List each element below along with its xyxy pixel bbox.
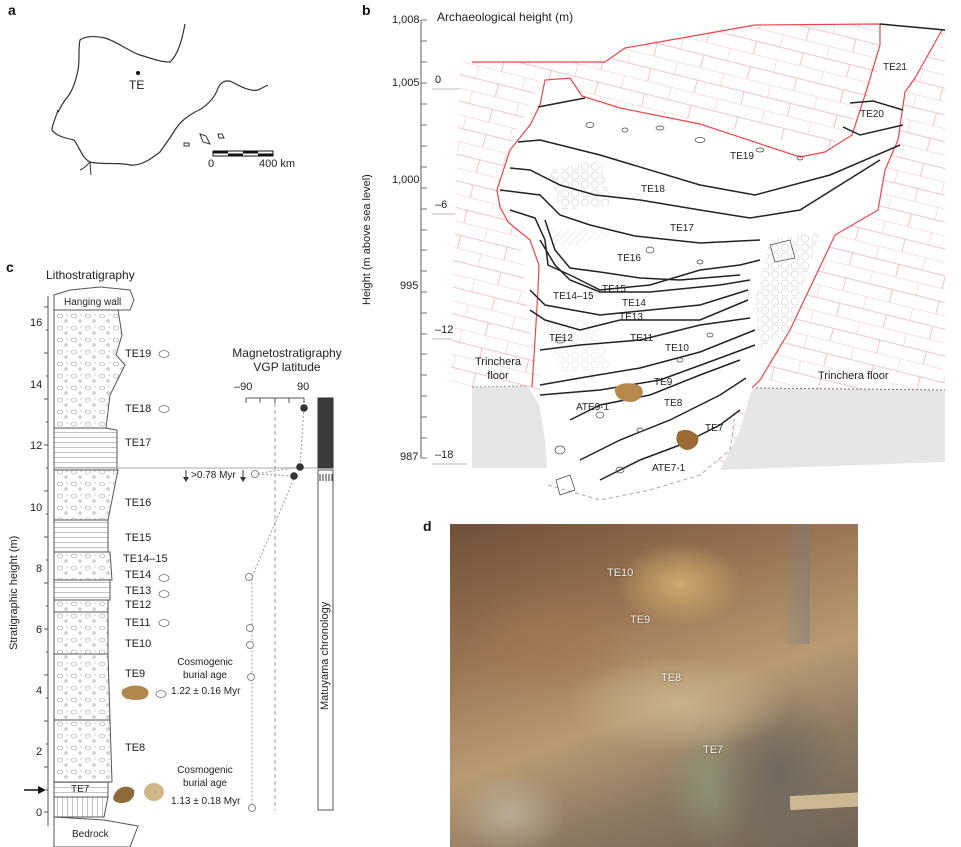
archaeological-height-title: Archaeological height (m) <box>437 10 574 24</box>
burial-age-1-value: 1.22 ± 0.16 Myr <box>171 686 241 697</box>
arch-tick-minus12: –12 <box>435 324 454 336</box>
unit-hanging-wall: Hanging wall <box>64 297 122 308</box>
layer-te13: TE13 <box>619 312 643 323</box>
strat-tick-14: 14 <box>30 379 43 391</box>
unit-te12: TE12 <box>125 599 152 611</box>
photo-label-te10: TE10 <box>607 567 634 579</box>
burial-age-2-value: 1.13 ± 0.18 Myr <box>171 796 241 807</box>
arch-tick-0: 0 <box>435 74 442 86</box>
strat-tick-2: 2 <box>36 746 43 758</box>
layer-te20: TE20 <box>860 109 884 120</box>
unit-te18: TE18 <box>125 403 152 415</box>
trinchera-floor-left: Trinchera floor <box>474 356 522 382</box>
photo-label-te7: TE7 <box>703 744 724 756</box>
unit-te14: TE14 <box>125 569 152 581</box>
photo-label-te8: TE8 <box>661 672 682 684</box>
panel-c-letter: c <box>6 259 14 275</box>
strat-tick-12: 12 <box>30 440 43 452</box>
layer-te11: TE11 <box>630 333 654 344</box>
unit-te9: TE9 <box>125 668 146 680</box>
layer-te14-15: TE14–15 <box>553 291 594 302</box>
tick-1005: 1,005 <box>392 77 420 89</box>
layer-te12: TE12 <box>549 333 573 344</box>
layer-te8: TE8 <box>664 398 683 409</box>
unit-bedrock: Bedrock <box>72 829 109 840</box>
panel-a-letter: a <box>8 2 16 18</box>
vgp-tick-minus90: –90 <box>234 381 253 393</box>
panel-d-letter: d <box>423 518 432 534</box>
layer-te7: TE7 <box>705 423 724 434</box>
layer-te17: TE17 <box>670 223 694 234</box>
vgp-tick-90: 90 <box>297 381 310 393</box>
section-drawing <box>420 19 946 501</box>
matuyama-chronology-label: Matuyama chronology <box>319 601 331 710</box>
tick-1000: 1,000 <box>392 174 420 186</box>
layer-te10: TE10 <box>665 343 689 354</box>
panel-b-letter: b <box>362 2 371 18</box>
lithostratigraphic-column <box>24 286 334 847</box>
unit-te15: TE15 <box>125 532 152 544</box>
trinchera-floor-right: Trinchera floor <box>818 370 889 382</box>
strat-tick-16: 16 <box>30 317 43 329</box>
unit-te17: TE17 <box>125 437 152 449</box>
layer-te19: TE19 <box>730 151 754 162</box>
burial-age-1-line1: Cosmogenic <box>177 657 233 668</box>
burial-age-2-line1: Cosmogenic <box>177 765 233 776</box>
strat-tick-10: 10 <box>30 502 43 514</box>
burial-age-1-line2: burial age <box>183 670 227 681</box>
iberia-map <box>51 23 274 176</box>
layer-te14: TE14 <box>622 298 646 309</box>
layer-te18: TE18 <box>641 184 665 195</box>
boundary-age-label: >0.78 Myr <box>191 470 236 481</box>
excavation-photo <box>450 524 858 847</box>
strat-tick-6: 6 <box>36 624 43 636</box>
site-label-te: TE <box>129 78 145 92</box>
tick-987: 987 <box>400 451 419 463</box>
unit-te14-15: TE14–15 <box>123 553 168 565</box>
arch-tick-minus6: –6 <box>435 199 448 211</box>
unit-te19: TE19 <box>125 348 152 360</box>
find-ate9-1: ATE9-1 <box>576 402 610 413</box>
photo-label-te9: TE9 <box>630 614 651 626</box>
arch-tick-minus18: –18 <box>435 449 454 461</box>
unit-te7: TE7 <box>71 784 90 795</box>
scale-bar-start: 0 <box>208 158 215 170</box>
unit-te13: TE13 <box>125 585 152 597</box>
find-ate7-1: ATE7-1 <box>652 463 686 474</box>
unit-te11: TE11 <box>125 617 151 629</box>
scale-bar-end: 400 km <box>259 158 296 170</box>
tick-995: 995 <box>400 280 419 292</box>
unit-te16: TE16 <box>125 497 152 509</box>
magneto-title: Magnetostratigraphy <box>232 346 342 360</box>
strat-tick-8: 8 <box>36 563 43 575</box>
layer-te9: TE9 <box>654 377 673 388</box>
strat-tick-4: 4 <box>36 685 43 697</box>
unit-te10: TE10 <box>125 638 152 650</box>
layer-te21: TE21 <box>883 62 907 73</box>
litho-title: Lithostratigraphy <box>46 268 135 282</box>
burial-age-2-line2: burial age <box>183 778 227 789</box>
layer-te16: TE16 <box>617 253 641 264</box>
tick-1008: 1,008 <box>392 14 420 26</box>
unit-te8: TE8 <box>125 742 146 754</box>
layer-te15: TE15 <box>602 284 626 295</box>
strat-tick-0: 0 <box>36 807 43 819</box>
vgp-title: VGP latitude <box>253 360 321 374</box>
